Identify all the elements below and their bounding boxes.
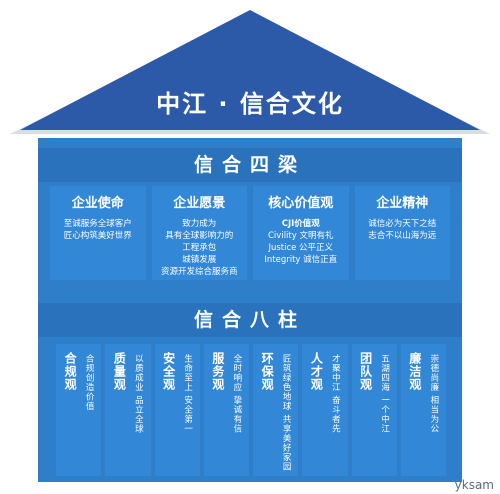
beam-line: 至诚服务全球客户 [63, 219, 132, 229]
pillar-title: 团队观 [358, 352, 373, 391]
pillar-safety: 安全观 生命至上 安全第一 [154, 344, 200, 476]
pillar-desc: 才聚中江 奋斗者先 [330, 354, 341, 434]
pillars-row: 合规观 合规创造价值 质量观 以质成业 品立全球 安全观 生命至上 安全第一 服… [56, 344, 446, 476]
beam-spirit: 企业精神 诚信必为天下之结 志合不以山海为远 [354, 186, 450, 280]
pillar-title: 质量观 [112, 352, 127, 391]
pillar-title: 安全观 [161, 352, 176, 391]
pillar-desc: 五湖四海 一个中江 [379, 354, 390, 434]
pillar-compliance: 合规观 合规创造价值 [56, 344, 102, 476]
pillar-desc: 生命至上 安全第一 [182, 354, 193, 434]
beam-line: 志合不以山海为远 [368, 231, 437, 241]
pillar-desc: 匠筑绿色地球 共享美好家园 [281, 354, 292, 472]
pillar-title: 合规观 [63, 352, 78, 391]
pillar-environment: 环保观 匠筑绿色地球 共享美好家园 [253, 344, 299, 476]
pillar-title: 人才观 [309, 352, 324, 391]
pillar-quality: 质量观 以质成业 品立全球 [105, 344, 151, 476]
beam-line: 诚信必为天下之结 [368, 219, 437, 229]
beam-line: 工程承包 [182, 243, 217, 253]
beam-line: 具有全球影响力的 [165, 231, 234, 241]
page-title: 中江 · 信合文化 [156, 90, 344, 118]
beam-line: CJI价值观 [281, 219, 320, 229]
beam-title: 企业愿景 [173, 196, 226, 211]
watermark: yksam [454, 478, 494, 492]
pillars-band: 信合八柱 [38, 303, 462, 337]
beam-line: 资源开发综合服务商 [160, 267, 238, 277]
pillar-talent: 人才观 才聚中江 奋斗者先 [302, 344, 348, 476]
beam-vision: 企业愿景 致力成为 具有全球影响力的 工程承包 城镇发展 资源开发综合服务商 [151, 186, 247, 280]
pillar-title: 环保观 [260, 352, 275, 391]
roof-shape [10, 10, 490, 134]
beam-line: Integrity 诚信正直 [264, 255, 338, 265]
pillar-desc: 崇德尚廉 相当为公 [428, 354, 439, 434]
pillar-title: 服务观 [210, 352, 225, 391]
beam-title: 核心价值观 [268, 196, 334, 211]
pillar-integrity: 廉洁观 崇德尚廉 相当为公 [400, 344, 446, 476]
beam-line: 匠心构筑美好世界 [63, 231, 132, 241]
beams-band: 信合四梁 [38, 148, 462, 182]
beam-values: 核心价值观 CJI价值观 Civility 文明有礼 Justice 公平正义 … [253, 186, 349, 280]
beam-mission: 企业使命 至诚服务全球客户 匠心构筑美好世界 [50, 186, 146, 280]
pillar-service: 服务观 全时响应 挚诚有信 [203, 344, 249, 476]
roof [20, 10, 480, 130]
beam-line: 致力成为 [182, 219, 217, 229]
pillar-desc: 以质成业 品立全球 [133, 354, 144, 434]
pillar-title: 廉洁观 [407, 352, 422, 391]
beams-row: 企业使命 至诚服务全球客户 匠心构筑美好世界 企业愿景 致力成为 具有全球影响力… [50, 186, 450, 280]
beam-line: Civility 文明有礼 [268, 231, 334, 241]
pillar-desc: 合规创造价值 [84, 354, 95, 411]
beam-line: Justice 公平正义 [268, 243, 334, 253]
beam-line: 城镇发展 [182, 255, 217, 265]
pillar-team: 团队观 五湖四海 一个中江 [351, 344, 397, 476]
beam-title: 企业使命 [71, 196, 124, 211]
pillar-desc: 全时响应 挚诚有信 [231, 354, 242, 434]
beam-title: 企业精神 [376, 196, 429, 211]
